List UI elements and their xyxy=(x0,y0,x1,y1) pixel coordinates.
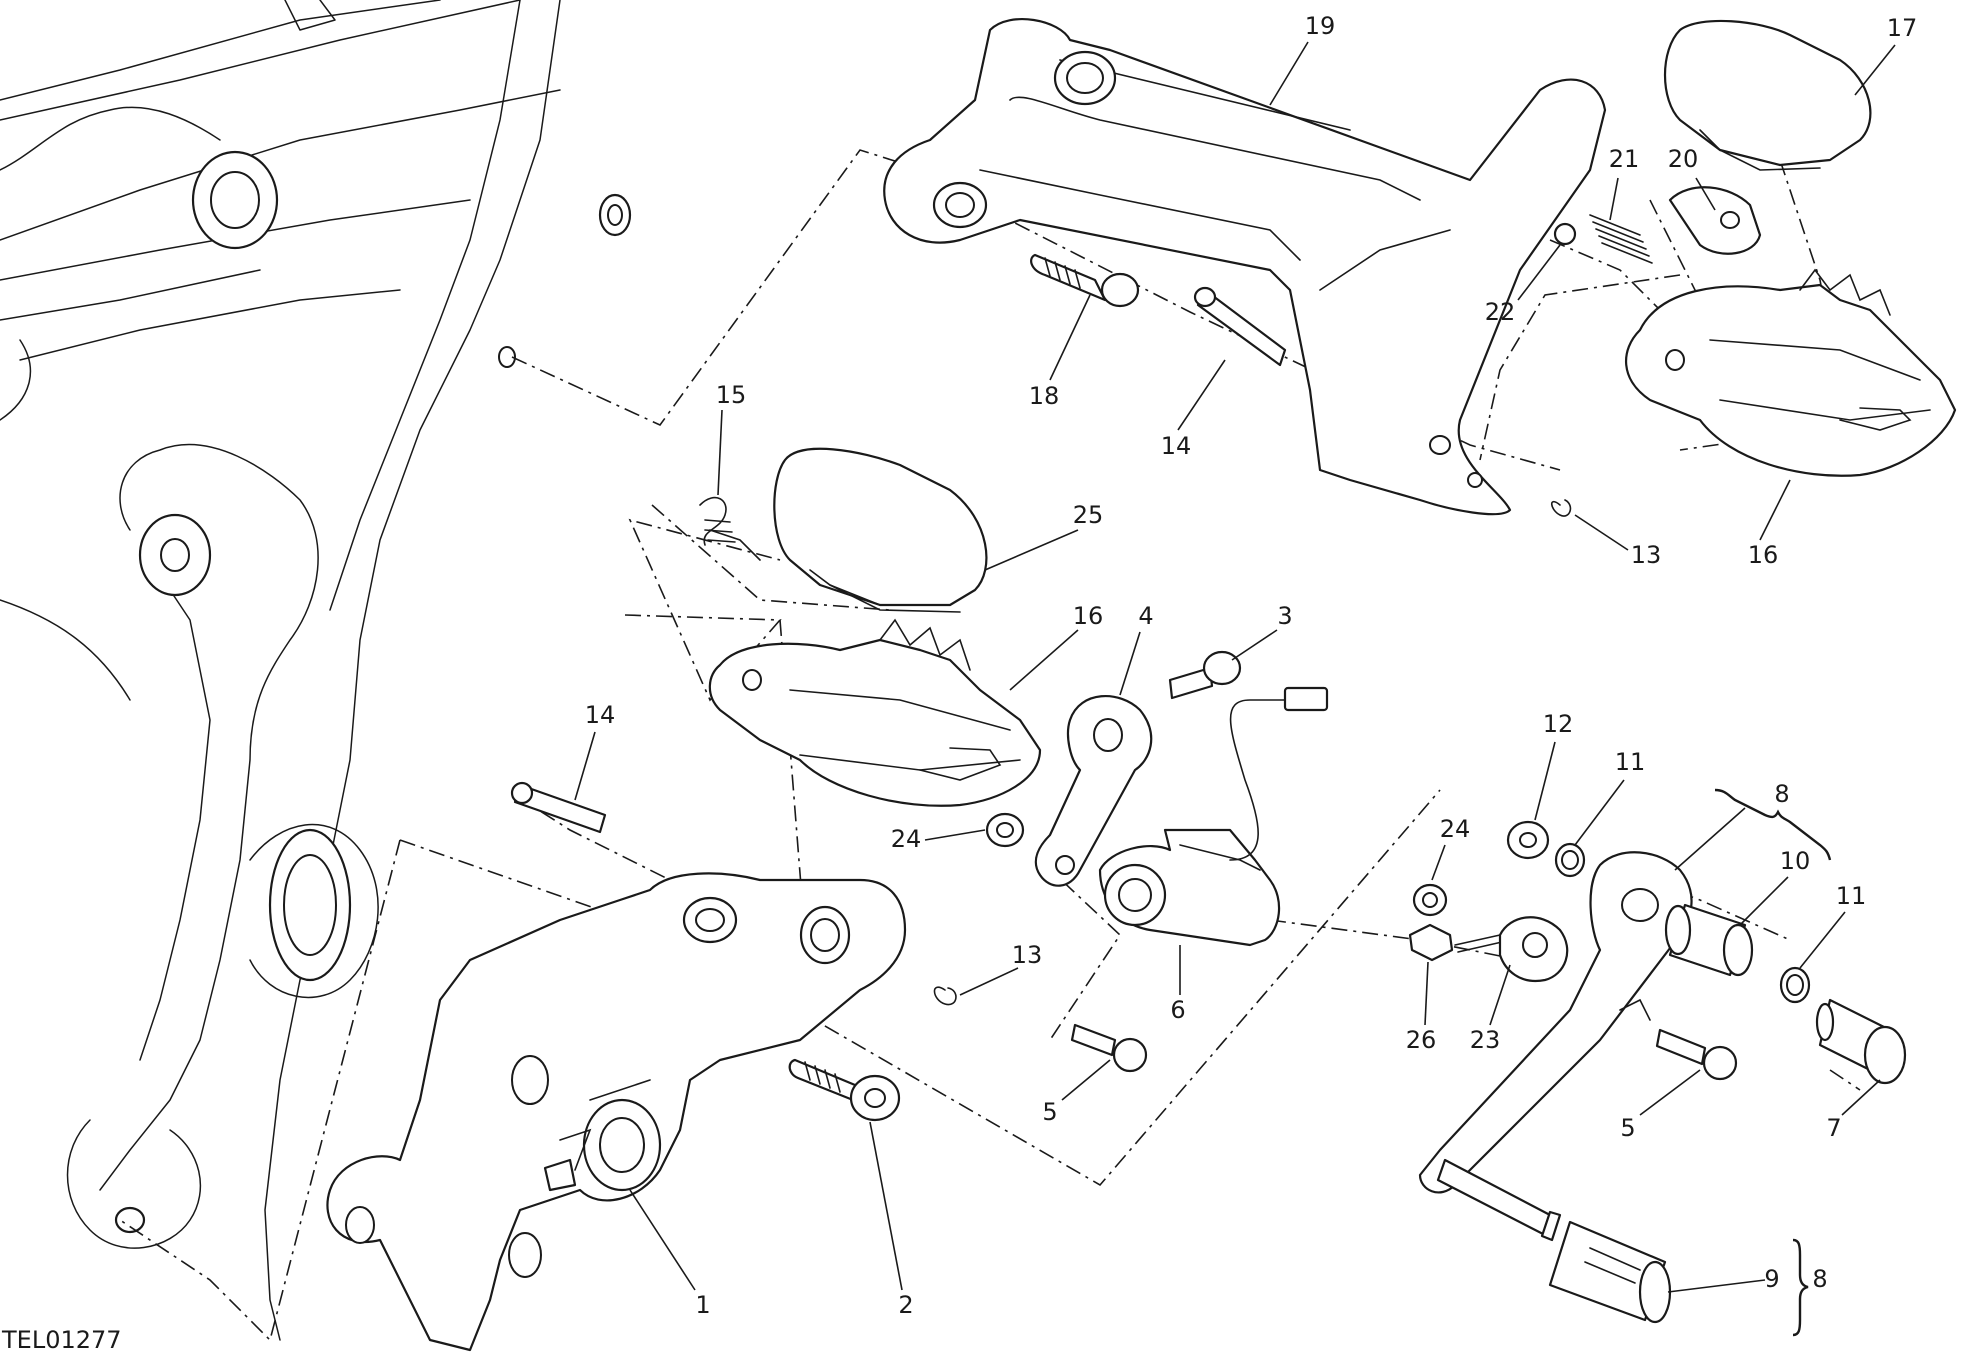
part-8-gear-lever xyxy=(1418,851,1693,1242)
part-11-rings xyxy=(1554,842,1811,1004)
callout-c25: 25 xyxy=(1073,501,1104,529)
part-10-bush xyxy=(1664,903,1754,977)
leader-lines xyxy=(574,41,1896,1293)
callout-c22: 22 xyxy=(1485,298,1516,326)
callout-c13b: 13 xyxy=(1012,941,1043,969)
callout-c2: 2 xyxy=(898,1291,913,1319)
part-15-spring xyxy=(699,496,761,561)
part-12-washer xyxy=(1506,820,1550,860)
callout-c16b: 16 xyxy=(1073,602,1104,630)
part-25-rubber-pad-lower xyxy=(773,447,988,613)
frame-outline xyxy=(0,0,632,1341)
part-1-footpeg-bracket xyxy=(326,872,907,1352)
callout-c11a: 11 xyxy=(1615,748,1646,776)
callout-c17: 17 xyxy=(1887,14,1918,42)
part-7-pivot-bolt xyxy=(1815,998,1907,1085)
part-2-bolt xyxy=(788,1058,901,1122)
callout-c13a: 13 xyxy=(1631,541,1662,569)
callout-c7: 7 xyxy=(1826,1114,1841,1142)
frame-hole-lower xyxy=(114,1206,146,1234)
callout-c4: 4 xyxy=(1138,602,1153,630)
assembly-braces xyxy=(1714,788,1832,1337)
part-16-footpeg-lower xyxy=(708,618,1042,807)
callout-c24b: 24 xyxy=(1440,815,1471,843)
part-5-bolts xyxy=(1070,1023,1738,1081)
part-19-rear-footpeg-bracket xyxy=(883,18,1607,516)
part-14-pin-upper xyxy=(1193,286,1287,367)
callout-c21: 21 xyxy=(1609,145,1640,173)
callout-c26: 26 xyxy=(1406,1026,1437,1054)
part-24-bushings xyxy=(985,812,1448,917)
callout-c14b: 14 xyxy=(585,701,616,729)
callout-c16a: 16 xyxy=(1748,541,1779,569)
part-3-bolt xyxy=(1168,650,1242,700)
callout-c5a: 5 xyxy=(1042,1098,1057,1126)
callout-c24a: 24 xyxy=(891,825,922,853)
part-18-bolt xyxy=(1030,253,1140,308)
part-16-footpeg-upper xyxy=(1625,268,1957,477)
part-9-lever-grip xyxy=(1548,1220,1672,1324)
part-17-rubber-pad-upper xyxy=(1664,19,1872,171)
drawing-code: TEL01277 xyxy=(2,1326,122,1354)
callout-c14a: 14 xyxy=(1161,432,1192,460)
callout-c15: 15 xyxy=(716,381,747,409)
callout-c1: 1 xyxy=(695,1291,710,1319)
callout-c19: 19 xyxy=(1305,12,1336,40)
parts-20-21-22-detent xyxy=(1553,186,1762,264)
callout-c12: 12 xyxy=(1543,710,1574,738)
part-13-clips xyxy=(933,499,1572,1006)
part-14-pin-lower xyxy=(510,781,607,834)
callout-c18: 18 xyxy=(1029,382,1060,410)
part-26-nut xyxy=(1408,923,1454,962)
part-23-rod-end xyxy=(1454,916,1569,983)
callout-c5b: 5 xyxy=(1620,1114,1635,1142)
callout-c11b: 11 xyxy=(1836,882,1867,910)
callout-c20: 20 xyxy=(1668,145,1699,173)
part-4-lever xyxy=(1034,695,1153,887)
callout-c9: 9 xyxy=(1764,1265,1779,1293)
callout-c23: 23 xyxy=(1470,1026,1501,1054)
part-6-gear-sensor xyxy=(1098,686,1329,947)
callout-c3: 3 xyxy=(1277,602,1292,630)
callout-c6: 6 xyxy=(1170,996,1185,1024)
callout-c10: 10 xyxy=(1780,847,1811,875)
callout-c8a: 8 xyxy=(1774,780,1789,808)
callout-c8b: 8 xyxy=(1812,1265,1827,1293)
